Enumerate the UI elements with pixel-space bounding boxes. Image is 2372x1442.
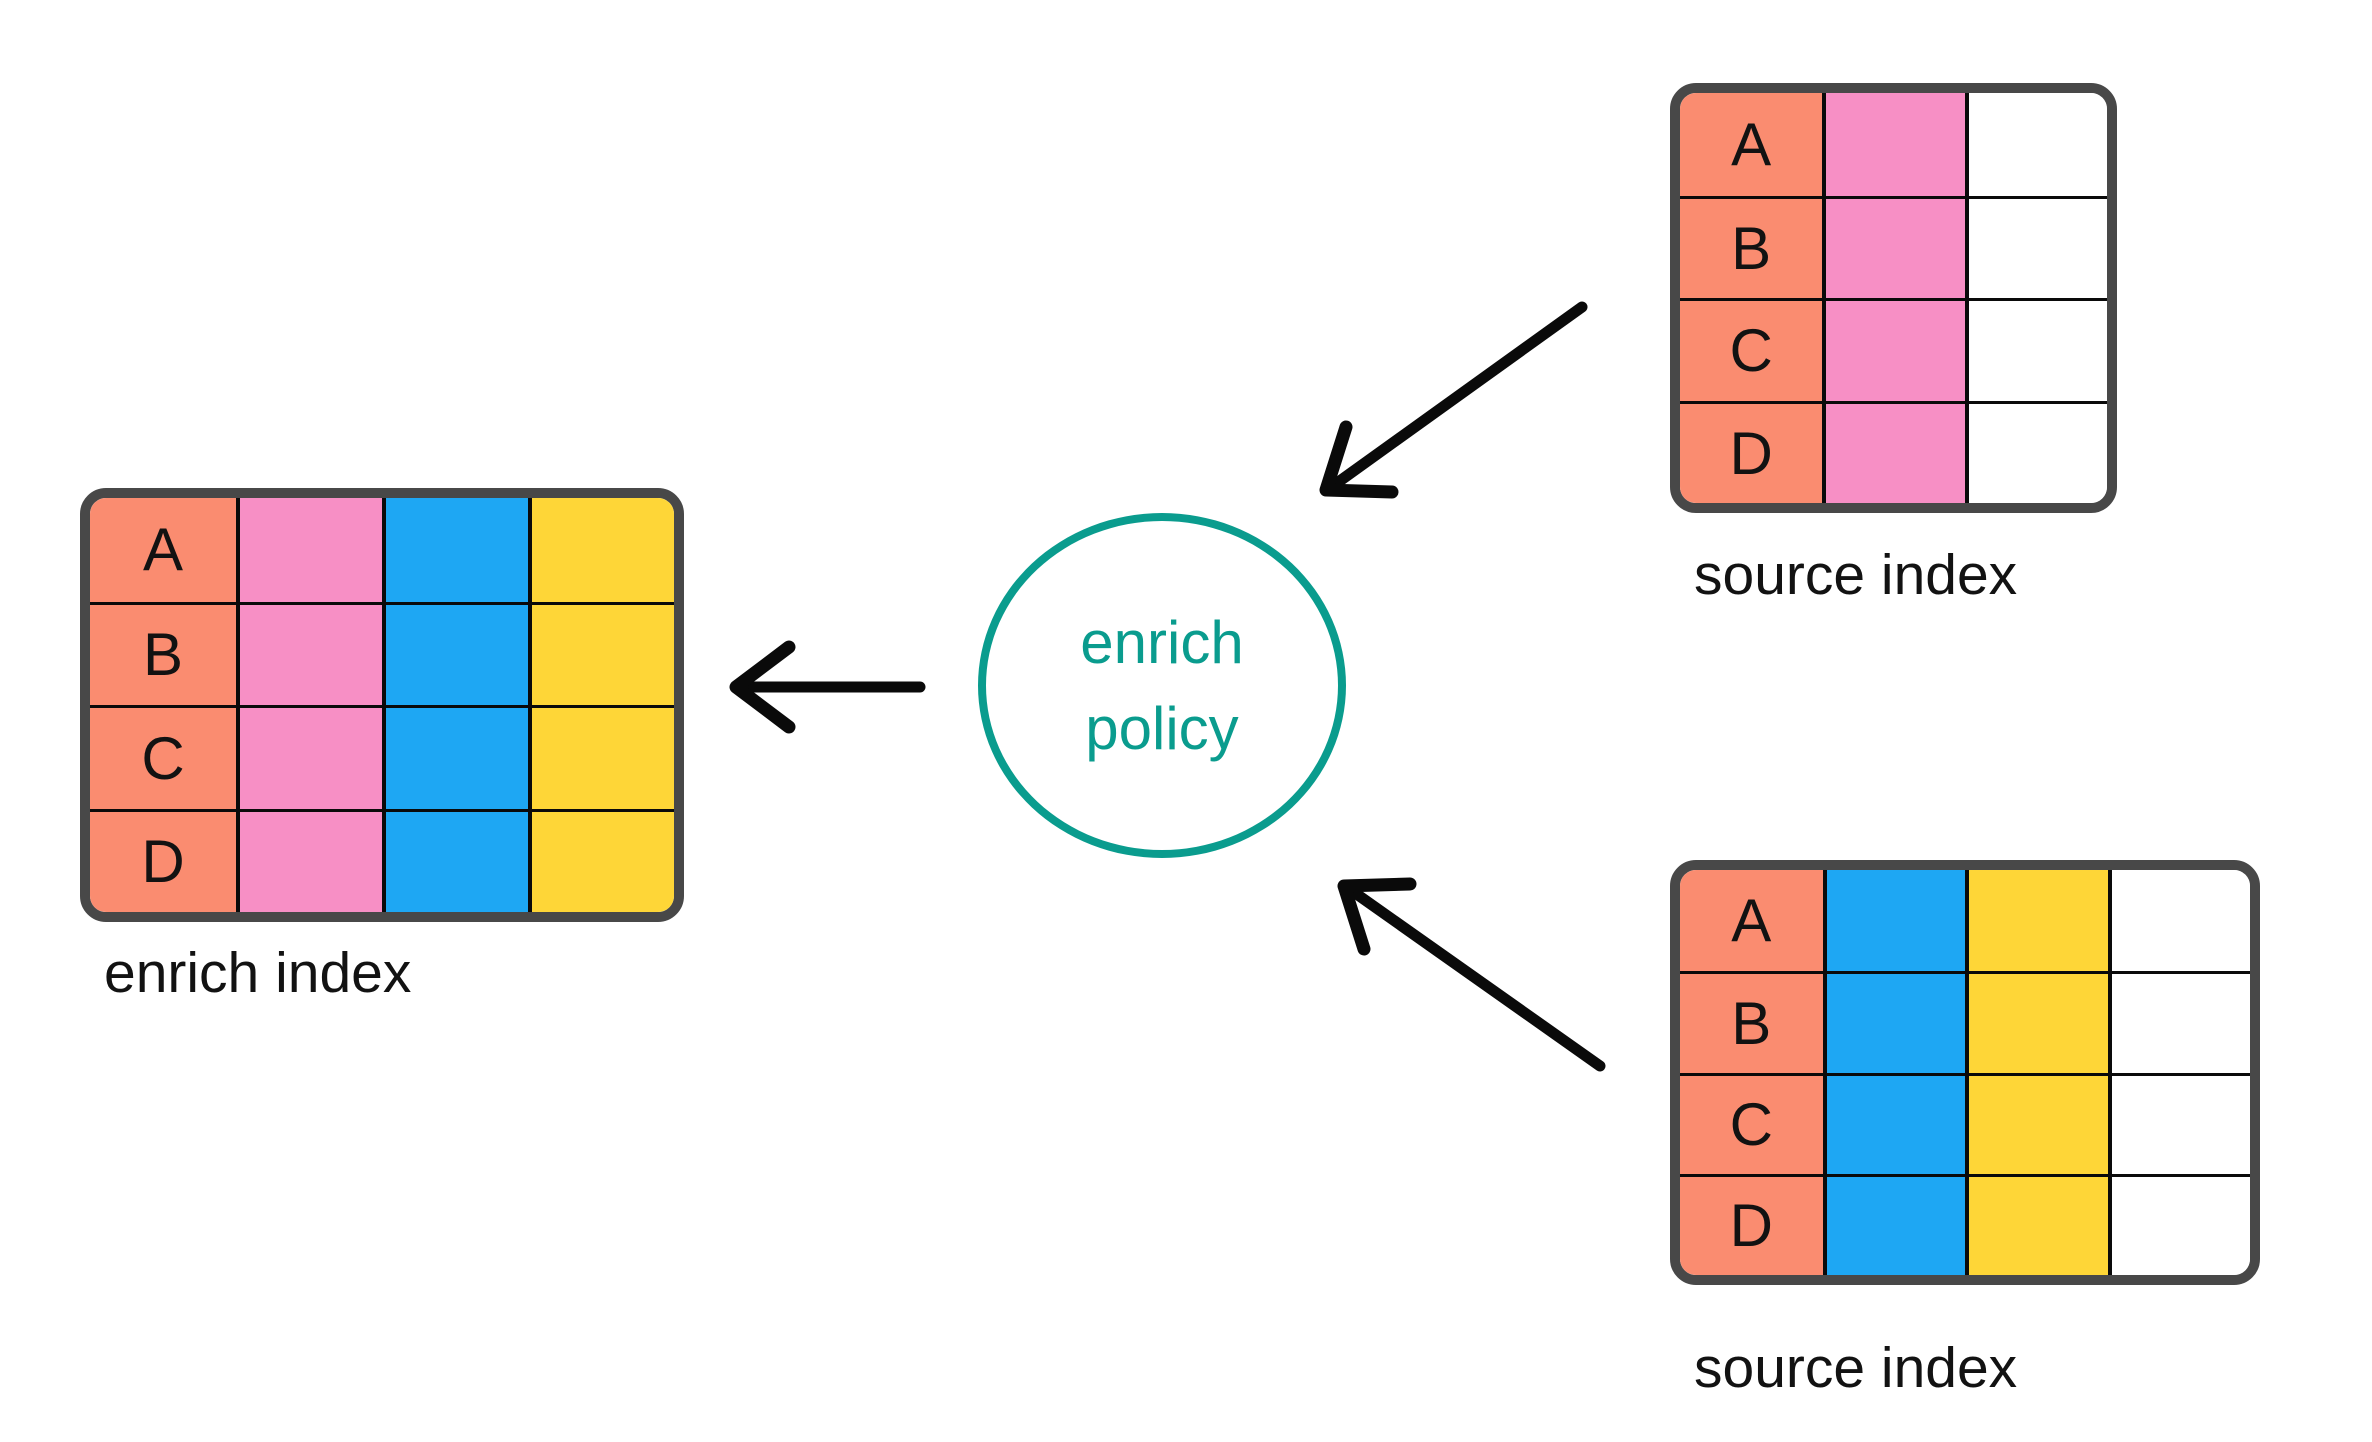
value-cell-source-index-top-A-white [1964, 93, 2107, 196]
value-cell-enrich-index-B-blue [382, 601, 528, 705]
value-cell-enrich-index-B-pink [236, 601, 382, 705]
value-cell-source-index-bottom-A-blue [1822, 870, 1965, 972]
value-cell-source-index-bottom-C-blue [1822, 1072, 1965, 1174]
value-cell-enrich-index-D-pink [236, 808, 382, 912]
row-key-cell-enrich-index-C: C [90, 705, 236, 809]
row-key-cell-source-index-top-D: D [1680, 400, 1823, 503]
enrich-policy-circle: enrich policy [978, 513, 1346, 858]
value-cell-enrich-index-A-blue [382, 498, 528, 602]
arrow-source-top-to-policy [1319, 301, 1588, 499]
value-cell-source-index-top-B-white [1964, 195, 2107, 298]
value-cell-enrich-index-C-yellow [528, 705, 674, 809]
value-cell-source-index-top-A-pink [1822, 93, 1965, 196]
value-cell-enrich-index-A-pink [236, 498, 382, 602]
value-cell-enrich-index-D-yellow [528, 808, 674, 912]
row-key-cell-source-index-top-B: B [1680, 195, 1823, 298]
row-key-cell-source-index-top-A: A [1680, 93, 1823, 196]
value-cell-source-index-top-D-white [1964, 400, 2107, 503]
value-cell-source-index-bottom-D-white [2107, 1173, 2250, 1275]
enrich-policy-label-line2: policy [1085, 694, 1239, 762]
value-cell-enrich-index-B-yellow [528, 601, 674, 705]
row-key-cell-source-index-bottom-B: B [1680, 971, 1823, 1073]
source-index-bottom-label: source index [1694, 1336, 2018, 1400]
value-cell-enrich-index-A-yellow [528, 498, 674, 602]
value-cell-enrich-index-C-blue [382, 705, 528, 809]
row-key-cell-source-index-bottom-A: A [1680, 870, 1823, 972]
value-cell-source-index-bottom-B-yellow [1965, 971, 2108, 1073]
value-cell-source-index-top-B-pink [1822, 195, 1965, 298]
value-cell-enrich-index-C-pink [236, 705, 382, 809]
source-index-top-label: source index [1694, 543, 2018, 607]
value-cell-source-index-bottom-D-blue [1822, 1173, 1965, 1275]
row-key-cell-source-index-top-C: C [1680, 298, 1823, 401]
value-cell-source-index-bottom-B-white [2107, 971, 2250, 1073]
value-cell-source-index-bottom-C-yellow [1965, 1072, 2108, 1174]
value-cell-source-index-bottom-D-yellow [1965, 1173, 2108, 1275]
value-cell-source-index-bottom-A-white [2107, 870, 2250, 972]
row-key-cell-source-index-bottom-C: C [1680, 1072, 1823, 1174]
value-cell-source-index-top-C-white [1964, 298, 2107, 401]
value-cell-source-index-bottom-A-yellow [1965, 870, 2108, 972]
value-cell-source-index-bottom-B-blue [1822, 971, 1965, 1073]
enrich-index-label: enrich index [104, 941, 412, 1005]
value-cell-source-index-top-C-pink [1822, 298, 1965, 401]
enrich-policy-label: enrich policy [1080, 600, 1243, 770]
row-key-cell-enrich-index-B: B [90, 601, 236, 705]
row-key-cell-enrich-index-A: A [90, 498, 236, 602]
row-key-cell-enrich-index-D: D [90, 808, 236, 912]
row-key-cell-source-index-bottom-D: D [1680, 1173, 1823, 1275]
value-cell-source-index-bottom-C-white [2107, 1072, 2250, 1174]
enrich-policy-label-line1: enrich [1080, 609, 1244, 677]
arrow-source-bottom-to-policy [1337, 877, 1606, 1072]
value-cell-enrich-index-D-blue [382, 808, 528, 912]
arrow-policy-to-enrich-index [729, 640, 926, 734]
value-cell-source-index-top-D-pink [1822, 400, 1965, 503]
